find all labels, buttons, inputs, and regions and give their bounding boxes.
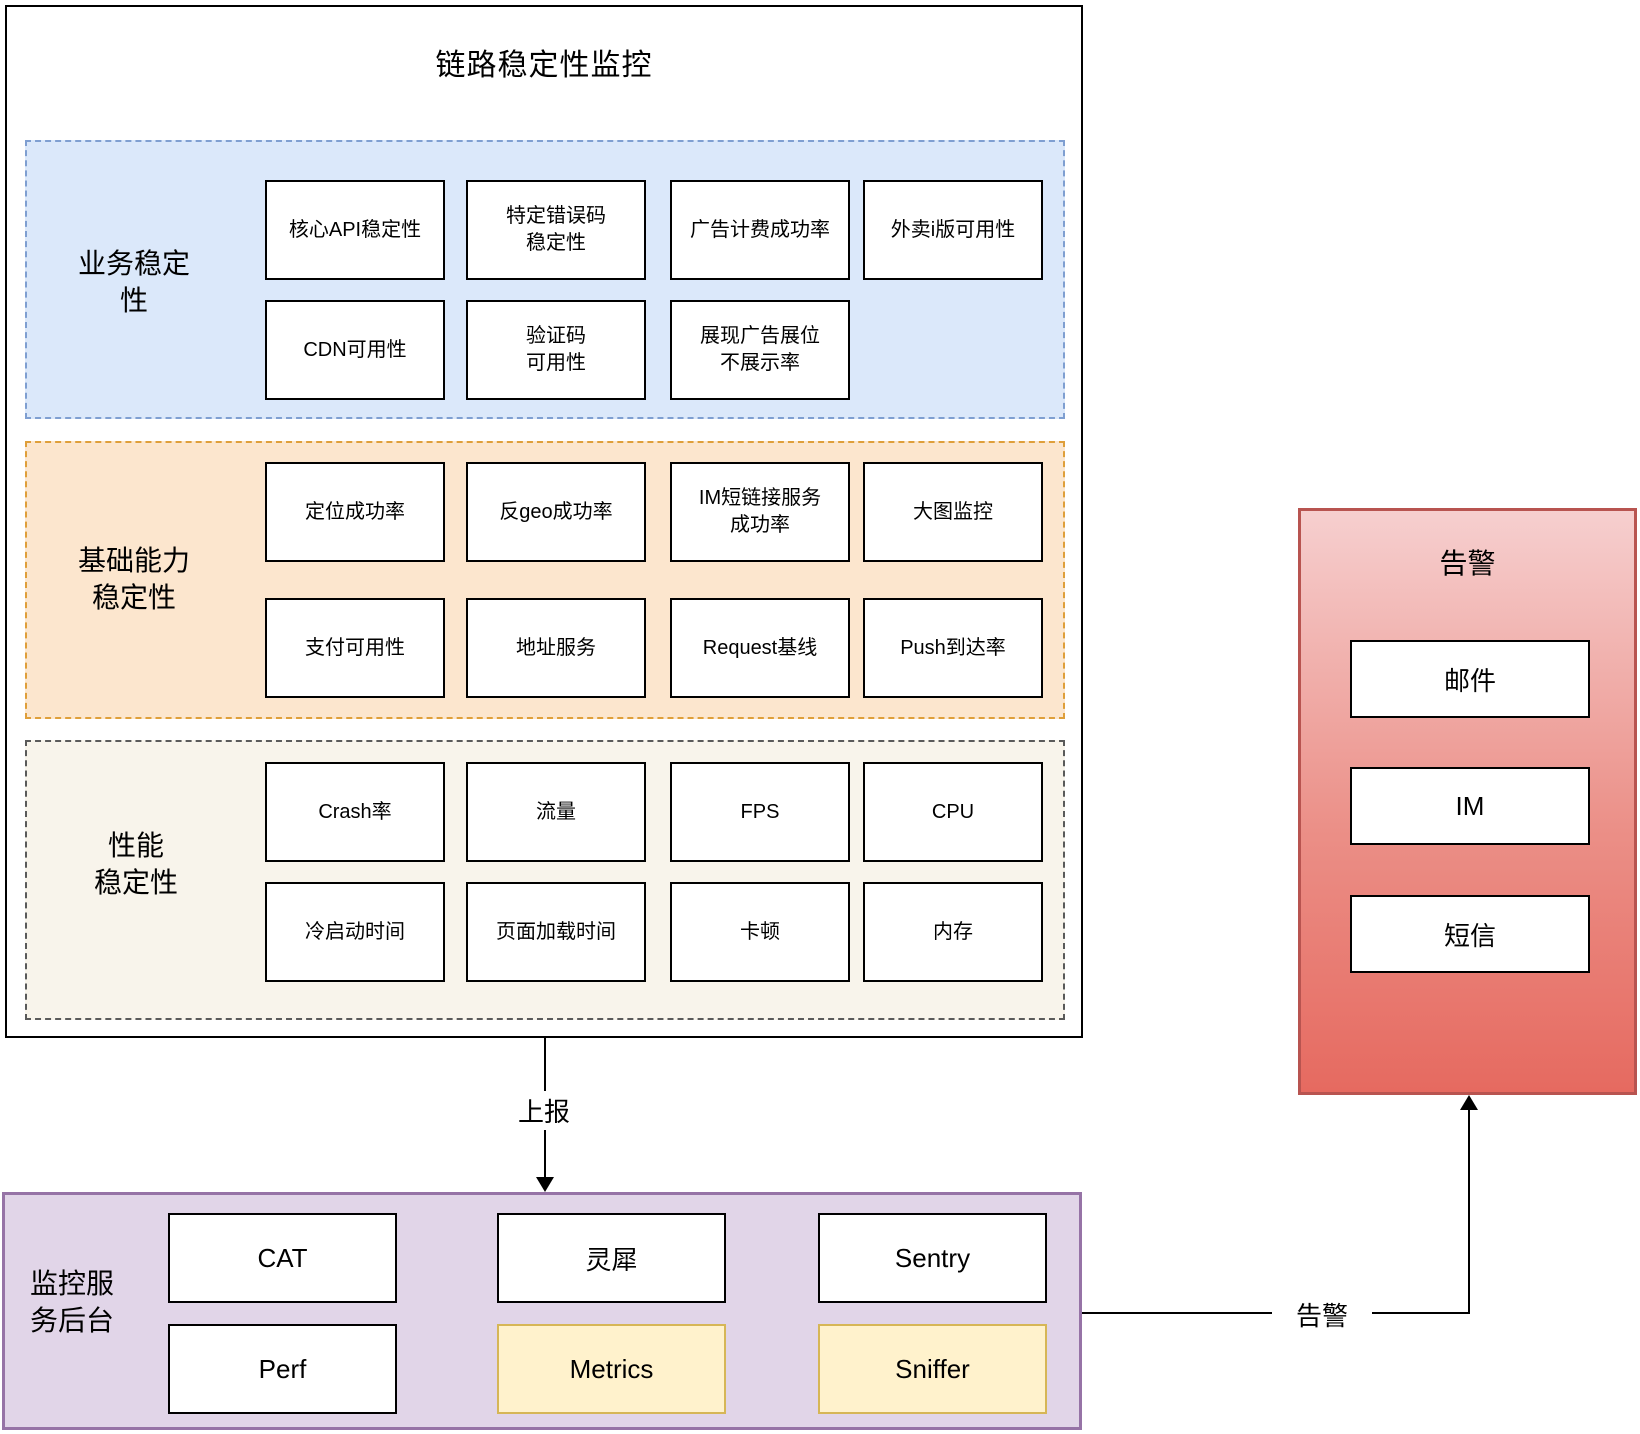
metric-box-big-image: 大图监控 xyxy=(863,462,1043,562)
backend-box-metrics: Metrics xyxy=(497,1324,726,1414)
alert-channel-im: IM xyxy=(1350,767,1590,845)
alert-panel-title: 告警 xyxy=(1439,548,1496,579)
section-label-foundation: 基础能力 稳定性 xyxy=(77,545,190,613)
metric-box-ad-slot: 展现广告展位 不展示率 xyxy=(670,300,850,400)
backend-box-sniffer: Sniffer xyxy=(818,1324,1047,1414)
metric-box-memory: 内存 xyxy=(863,882,1043,982)
metric-box-captcha: 验证码 可用性 xyxy=(466,300,646,400)
alert-arrow-vertical-line xyxy=(1468,1106,1470,1314)
metric-box-cold-start: 冷启动时间 xyxy=(265,882,445,982)
metric-box-request-baseline: Request基线 xyxy=(670,598,850,698)
metric-box-locate: 定位成功率 xyxy=(265,462,445,562)
section-label-performance: 性能 稳定性 xyxy=(93,830,178,898)
metric-box-address: 地址服务 xyxy=(466,598,646,698)
report-edge-label: 上报 xyxy=(494,1091,594,1130)
monitor-panel-title: 链路稳定性监控 xyxy=(435,49,653,82)
metric-box-cdn: CDN可用性 xyxy=(265,300,445,400)
backend-box-perf: Perf xyxy=(168,1324,397,1414)
metric-box-jank: 卡顿 xyxy=(670,882,850,982)
metric-box-fps: FPS xyxy=(670,762,850,862)
section-label-business: 业务稳定 性 xyxy=(77,248,190,316)
metric-box-traffic: 流量 xyxy=(466,762,646,862)
alert-channel-email: 邮件 xyxy=(1350,640,1590,718)
alert-channel-sms: 短信 xyxy=(1350,895,1590,973)
metric-box-crash: Crash率 xyxy=(265,762,445,862)
alert-edge-label: 告警 xyxy=(1272,1295,1372,1334)
metric-box-core-api: 核心API稳定性 xyxy=(265,180,445,280)
backend-panel-label: 监控服 务后台 xyxy=(30,1268,115,1336)
alert-arrow-head xyxy=(1460,1095,1478,1110)
metric-box-push: Push到达率 xyxy=(863,598,1043,698)
metric-box-payment: 支付可用性 xyxy=(265,598,445,698)
report-arrow-head xyxy=(536,1177,554,1192)
metric-box-waimai-i: 外卖i版可用性 xyxy=(863,180,1043,280)
backend-box-cat: CAT xyxy=(168,1213,397,1303)
metric-box-ad-billing: 广告计费成功率 xyxy=(670,180,850,280)
backend-box-sentry: Sentry xyxy=(818,1213,1047,1303)
backend-box-lingxi: 灵犀 xyxy=(497,1213,726,1303)
metric-box-page-load: 页面加载时间 xyxy=(466,882,646,982)
metric-box-cpu: CPU xyxy=(863,762,1043,862)
metric-box-im-shortlink: IM短链接服务 成功率 xyxy=(670,462,850,562)
metric-box-reverse-geo: 反geo成功率 xyxy=(466,462,646,562)
metric-box-error-code: 特定错误码 稳定性 xyxy=(466,180,646,280)
